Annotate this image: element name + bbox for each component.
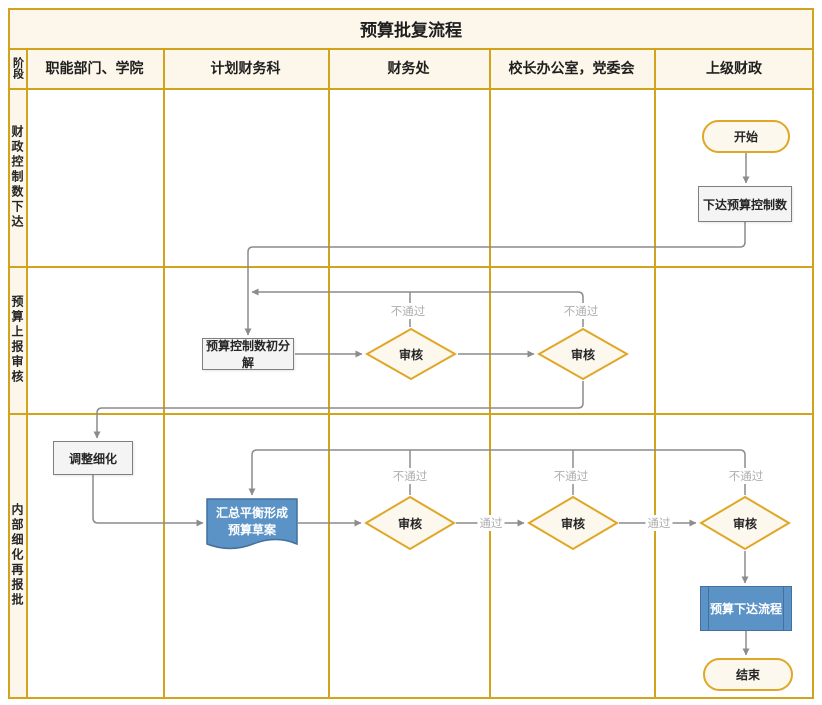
adjust-refine-node: 调整细化 xyxy=(53,441,133,475)
predefined-process-bar xyxy=(708,587,709,630)
edge-label-fail: 不通过 xyxy=(561,303,601,319)
stage-row-budget-report-review: 预算上报审核 xyxy=(10,294,24,385)
budget-release-process-node: 预算下达流程 xyxy=(700,586,792,631)
review-diamond-label: 审核 xyxy=(398,347,423,362)
start-node: 开始 xyxy=(702,120,790,153)
edge-label-fail: 不通过 xyxy=(726,468,766,484)
diagram-title: 预算批复流程 xyxy=(360,20,462,40)
grid-line xyxy=(8,88,814,90)
grid-line xyxy=(8,8,814,10)
predefined-process-bar xyxy=(783,587,784,630)
grid-line xyxy=(8,8,10,699)
grid-line xyxy=(812,8,814,699)
edge-label-fail: 不通过 xyxy=(388,303,428,319)
review-diamond-president-office-2: 审核 xyxy=(527,495,619,551)
draft-label-line1: 汇总平衡形成 xyxy=(215,505,288,520)
edge-label-pass: 通过 xyxy=(645,515,673,531)
grid-line xyxy=(8,266,814,268)
review-diamond-label: 审核 xyxy=(397,516,422,531)
lane-header-planning-finance-section: 计划财务科 xyxy=(210,60,281,76)
lane-body-background xyxy=(26,88,814,698)
edge-label-pass: 通过 xyxy=(477,515,505,531)
edge-label-fail: 不通过 xyxy=(551,468,591,484)
lane-header-superior-finance: 上级财政 xyxy=(706,60,762,76)
review-diamond-label: 审核 xyxy=(570,347,595,362)
grid-line xyxy=(8,48,814,50)
review-diamond-superior-finance: 审核 xyxy=(699,495,791,551)
review-diamond-label: 审核 xyxy=(560,516,585,531)
stage-row-control-number-issuance: 财政控制数下达 xyxy=(10,124,24,230)
grid-line xyxy=(328,48,330,699)
grid-line xyxy=(654,48,656,699)
review-diamond-finance-office: 审核 xyxy=(364,327,458,381)
end-node: 结束 xyxy=(703,658,793,691)
release-process-label: 预算下达流程 xyxy=(709,602,782,616)
lane-header-functional-departments: 职能部门、学院 xyxy=(45,60,144,76)
lane-header-finance-office: 财务处 xyxy=(387,60,430,76)
grid-line xyxy=(489,48,491,699)
issue-budget-control-node: 下达预算控制数 xyxy=(698,186,792,222)
lane-header-president-office: 校长办公室，党委会 xyxy=(508,60,635,76)
grid-line xyxy=(8,697,814,699)
review-diamond-label: 审核 xyxy=(732,516,757,531)
stage-column-header: 阶段 xyxy=(11,57,24,79)
budget-draft-document-node: 汇总平衡形成 预算草案 xyxy=(206,498,298,556)
stage-row-internal-refinement: 内部细化再报批 xyxy=(10,502,24,608)
grid-line xyxy=(26,48,28,699)
review-diamond-president-office: 审核 xyxy=(536,327,630,381)
grid-line xyxy=(8,413,814,415)
review-diamond-finance-office-2: 审核 xyxy=(364,495,456,551)
grid-line xyxy=(163,48,165,699)
initial-decomposition-node: 预算控制数初分解 xyxy=(202,338,294,370)
draft-label-line2: 预算草案 xyxy=(227,523,276,537)
edge-label-fail: 不通过 xyxy=(390,468,430,484)
